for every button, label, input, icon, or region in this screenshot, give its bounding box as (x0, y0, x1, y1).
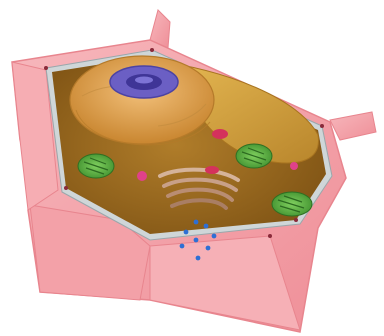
vesicle (212, 129, 228, 139)
vesicle (137, 171, 147, 181)
vesicle (290, 162, 298, 170)
chloroplast (236, 144, 272, 168)
nucleus (70, 56, 214, 145)
chloroplast (78, 154, 114, 178)
chloroplast (272, 192, 312, 216)
vesicle (205, 166, 219, 174)
